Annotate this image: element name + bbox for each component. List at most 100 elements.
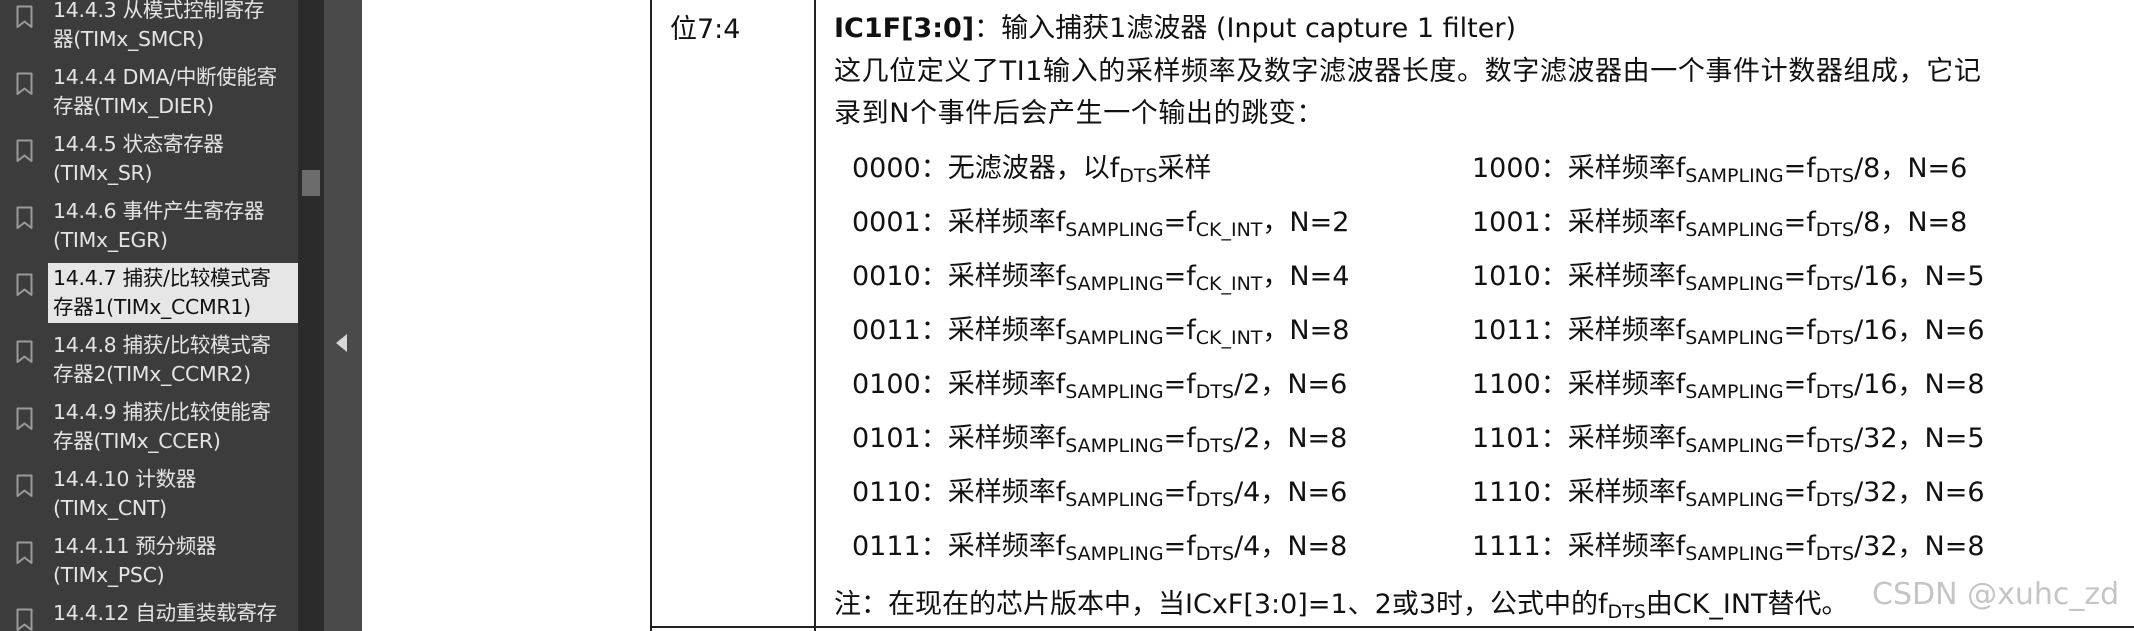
option-text: 无滤波器，以 <box>947 153 1110 184</box>
option-code: 0111： <box>852 531 948 562</box>
bookmark-list: 14.4.3 从模式控制寄存 器(TIMx_SMCR) 14.4.4 DMA/中断… <box>0 0 298 631</box>
sidebar-item[interactable]: 14.4.4 DMA/中断使能寄 存器(TIMx_DIER) <box>0 56 298 123</box>
option-sub: DTS <box>1815 273 1855 295</box>
option-sub: SAMPLING <box>1685 219 1784 241</box>
chevron-left-icon[interactable] <box>336 334 347 352</box>
sidebar-scroll-thumb[interactable] <box>302 170 320 196</box>
option-eq: = <box>1783 531 1807 562</box>
option-text: 采样频率 <box>1567 261 1676 292</box>
option-text: 采样频率 <box>947 477 1056 508</box>
option-rest: ，N=2 <box>1262 207 1350 238</box>
sidebar-item[interactable]: 14.4.5 状态寄存器 (TIMx_SR) <box>0 123 298 190</box>
bookmark-icon <box>16 206 33 230</box>
description-line-1: 这几位定义了TI1输入的采样频率及数字滤波器长度。数字滤波器由一个事件计数器组成… <box>834 56 1982 87</box>
sidebar-item[interactable]: 14.4.12 自动重装载寄存 器(TIMx_ARR) <box>0 592 298 631</box>
option-f: f <box>1186 207 1196 238</box>
sidebar-item[interactable]: 14.4.6 事件产生寄存器 (TIMx_EGR) <box>0 190 298 257</box>
option-f: f <box>1675 315 1686 346</box>
option-f: f <box>1675 261 1686 292</box>
sidebar-item[interactable]: 14.4.9 捕获/比较使能寄 存器(TIMx_CCER) <box>0 391 298 458</box>
filter-option: 0000：无滤波器，以fDTS采样 <box>852 150 1212 188</box>
option-f: f <box>1055 207 1066 238</box>
sidebar-item[interactable]: 14.4.10 计数器 (TIMx_CNT) <box>0 458 298 525</box>
option-text: 采样频率 <box>947 423 1056 454</box>
filter-option: 0111：采样频率fSAMPLING=fDTS/4，N=8 <box>852 528 1347 566</box>
option-f: f <box>1675 531 1686 562</box>
note-sub: DTS <box>1607 601 1646 623</box>
option-code: 0000： <box>852 153 948 184</box>
option-rest: /8，N=8 <box>1854 207 1968 238</box>
option-code: 1001： <box>1472 207 1568 238</box>
option-text: 采样频率 <box>1567 531 1676 562</box>
option-sub: DTS <box>1815 165 1855 187</box>
bit-range-cell: 位7:4 <box>670 14 741 45</box>
option-sub: SAMPLING <box>1685 435 1784 457</box>
option-sub: SAMPLING <box>1685 273 1784 295</box>
option-f: f <box>1806 153 1816 184</box>
option-rest: ，N=8 <box>1262 315 1350 346</box>
option-rest: /2，N=6 <box>1234 369 1348 400</box>
sidebar-item-label: 14.4.11 预分频器 (TIMx_PSC) <box>53 534 217 587</box>
option-text: 采样频率 <box>947 369 1056 400</box>
filter-option: 0100：采样频率fSAMPLING=fDTS/2，N=6 <box>852 366 1347 404</box>
note-text-post: 由CK_INT替代。 <box>1645 589 1849 620</box>
footnote: 注：在现在的芯片版本中，当ICxF[3:0]=1、2或3时，公式中的fDTS由C… <box>834 586 1849 624</box>
option-f: f <box>1675 477 1686 508</box>
option-f: f <box>1055 531 1066 562</box>
option-sub: DTS <box>1195 543 1235 565</box>
field-description: 这几位定义了TI1输入的采样频率及数字滤波器长度。数字滤波器由一个事件计数器组成… <box>834 51 2124 135</box>
option-eq: = <box>1783 153 1807 184</box>
filter-option: 1101：采样频率fSAMPLING=fDTS/32，N=5 <box>1472 420 1985 458</box>
option-eq: = <box>1783 207 1807 238</box>
option-eq: = <box>1783 261 1807 292</box>
sidebar-collapse-strip[interactable] <box>324 0 362 631</box>
sidebar-scrollbar[interactable] <box>298 0 324 631</box>
option-f: f <box>1055 477 1066 508</box>
sidebar-item[interactable]: 14.4.8 捕获/比较模式寄 存器2(TIMx_CCMR2) <box>0 324 298 391</box>
option-f: f <box>1186 423 1196 454</box>
sidebar-item[interactable]: 14.4.3 从模式控制寄存 器(TIMx_SMCR) <box>0 0 298 56</box>
sidebar-item-label: 14.4.3 从模式控制寄存 器(TIMx_SMCR) <box>53 0 265 51</box>
option-eq: = <box>1783 423 1807 454</box>
note-text-pre: 注：在现在的芯片版本中，当ICxF[3:0]=1、2或3时，公式中的 <box>834 589 1599 620</box>
option-f: f <box>1186 369 1196 400</box>
option-rest: /16，N=5 <box>1854 261 1985 292</box>
option-sub: DTS <box>1815 327 1855 349</box>
sidebar-item-label: 14.4.4 DMA/中断使能寄 存器(TIMx_DIER) <box>53 65 277 118</box>
option-sub: DTS <box>1815 489 1855 511</box>
option-sub: CK_INT <box>1195 219 1263 241</box>
option-sub: CK_INT <box>1195 273 1263 295</box>
option-code: 1010： <box>1472 261 1568 292</box>
option-sub: SAMPLING <box>1685 543 1784 565</box>
sidebar-item[interactable]: 14.4.7 捕获/比较模式寄 存器1(TIMx_CCMR1) <box>0 257 298 324</box>
note-f: f <box>1598 589 1608 620</box>
filter-option: 1010：采样频率fSAMPLING=fDTS/16，N=5 <box>1472 258 1985 296</box>
filter-option: 1001：采样频率fSAMPLING=fDTS/8，N=8 <box>1472 204 1967 242</box>
option-eq: = <box>1783 477 1807 508</box>
option-f: f <box>1806 477 1816 508</box>
sidebar-item[interactable]: 14.4.11 预分频器 (TIMx_PSC) <box>0 525 298 592</box>
option-eq: = <box>1783 315 1807 346</box>
option-eq: = <box>1163 531 1187 562</box>
sidebar-item-label: 14.4.7 捕获/比较模式寄 存器1(TIMx_CCMR1) <box>48 263 298 323</box>
option-sub: DTS <box>1815 219 1855 241</box>
register-table <box>650 0 2134 631</box>
option-f: f <box>1186 315 1196 346</box>
option-f: f <box>1055 423 1066 454</box>
option-eq: = <box>1163 369 1187 400</box>
option-f: f <box>1806 369 1816 400</box>
field-title: IC1F[3:0]：输入捕获1滤波器 (Input capture 1 filt… <box>834 10 2124 48</box>
watermark: CSDN @xuhc_zd <box>1872 577 2120 612</box>
option-eq: = <box>1163 207 1187 238</box>
option-code: 1101： <box>1472 423 1568 454</box>
option-f: f <box>1675 153 1686 184</box>
option-sub: DTS <box>1119 165 1158 187</box>
option-code: 0101： <box>852 423 948 454</box>
